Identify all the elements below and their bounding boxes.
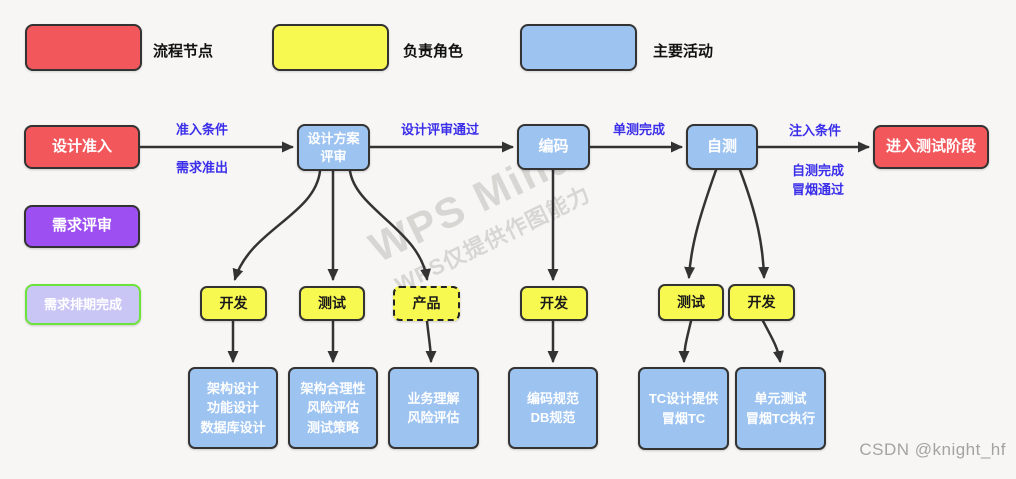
- node-role-dev-1: 开发: [200, 286, 267, 321]
- legend-label-main-activity: 主要活动: [653, 43, 714, 60]
- node-design-entry: 设计准入: [24, 125, 140, 169]
- node-role-dev-3: 开发: [728, 284, 795, 321]
- legend-swatch-role: [272, 24, 389, 71]
- node-design-review: 设计方案 评审: [297, 124, 370, 171]
- legend-label-process-node: 流程节点: [153, 43, 214, 60]
- node-coding: 编码: [517, 124, 590, 170]
- node-role-test-2: 测试: [658, 284, 724, 321]
- node-activity-risk-assessment: 架构合理性 风险评估 测试策略: [288, 367, 378, 449]
- edge-label-entry-condition: 准入条件: [175, 122, 228, 137]
- node-activity-unit-test-smoke: 单元测试 冒烟TC执行: [735, 367, 826, 450]
- edge-label-selftest-smoke-passed: 自测完成 冒烟通过: [791, 163, 844, 197]
- node-self-test: 自测: [686, 124, 758, 170]
- node-requirement-schedule-done: 需求排期完成: [25, 284, 141, 325]
- node-role-dev-2: 开发: [520, 286, 588, 321]
- edge-label-requirement-exit: 需求准出: [175, 160, 228, 175]
- legend-swatch-main-activity: [520, 24, 637, 71]
- node-role-test-1: 测试: [299, 286, 365, 321]
- node-activity-coding-standards: 编码规范 DB规范: [508, 367, 598, 449]
- node-activity-tc-design: TC设计提供 冒烟TC: [638, 367, 729, 450]
- edge-label-design-review-passed: 设计评审通过: [400, 122, 479, 137]
- edge-label-injection-condition: 注入条件: [788, 123, 841, 138]
- node-activity-architecture-design: 架构设计 功能设计 数据库设计: [188, 367, 278, 449]
- node-enter-test-phase: 进入测试阶段: [873, 125, 989, 169]
- legend-swatch-process-node: [25, 24, 142, 71]
- csdn-credit: CSDN @knight_hf: [859, 440, 1006, 459]
- node-role-product: 产品: [393, 286, 460, 321]
- node-requirement-review: 需求评审: [24, 205, 140, 248]
- edge-label-unit-test-done: 单测完成: [612, 122, 665, 137]
- node-activity-business-understanding: 业务理解 风险评估: [388, 367, 479, 449]
- legend-label-role: 负责角色: [403, 43, 464, 60]
